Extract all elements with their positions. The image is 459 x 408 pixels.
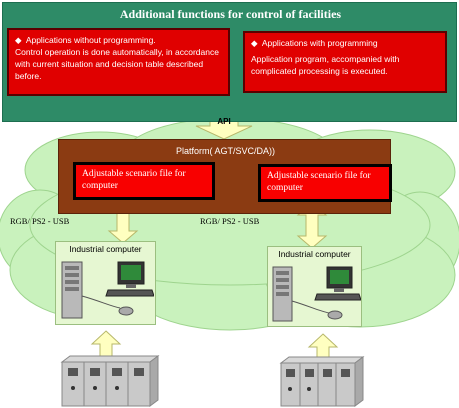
connection-label-left: RGB/ PS2 - USB — [10, 216, 70, 226]
api-label: API — [217, 117, 231, 126]
diamond-bullet-icon: ◆ — [15, 35, 22, 45]
platform-title: Platform( AGT/SVC/DA)) — [175, 146, 275, 156]
scenario-file-left: Adjustable scenario file for computer — [73, 162, 215, 200]
industrial-computer-left-label: Industrial computer — [69, 244, 142, 254]
scenario-file-right: Adjustable scenario file for computer — [258, 164, 392, 202]
industrial-computer-right-label: Industrial computer — [278, 249, 351, 259]
connection-label-right: RGB/ PS2 - USB — [200, 216, 260, 226]
box-without-heading: ◆ Applications without programming. — [15, 35, 156, 45]
applications-without-programming-box: ◆ Applications without programming. Cont… — [7, 28, 230, 96]
diagram-title: Additional functions for control of faci… — [119, 7, 342, 21]
switchgear-right-icon — [279, 356, 365, 407]
box-with-heading: ◆ Applications with programming — [251, 38, 378, 48]
industrial-computer-right: Industrial computer — [267, 246, 362, 327]
computer-right-icon — [272, 266, 361, 322]
diamond-bullet-icon: ◆ — [251, 38, 258, 48]
box-with-body: Application program, accompanied with co… — [251, 54, 400, 76]
industrial-computer-left: Industrial computer — [55, 241, 156, 325]
applications-with-programming-box: ◆ Applications with programming Applicat… — [243, 31, 447, 93]
computer-left-icon — [61, 261, 154, 319]
switchgear-left-icon — [60, 355, 160, 407]
platform-panel: Platform( AGT/SVC/DA)) Adjustable scenar… — [58, 139, 392, 214]
box-without-body: Control operation is done automatically,… — [15, 47, 219, 81]
